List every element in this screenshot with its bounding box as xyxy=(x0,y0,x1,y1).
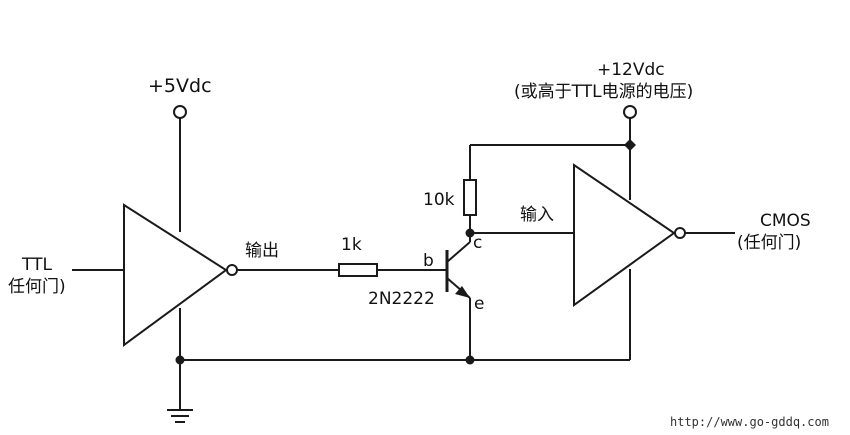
pin-e-label: e xyxy=(474,294,484,314)
resistor-1k-label: 1k xyxy=(341,235,362,255)
ground-junction-emitter xyxy=(465,355,475,365)
ttl-output-bubble xyxy=(226,264,238,276)
pin-c-label: c xyxy=(473,233,482,253)
resistor-1k xyxy=(338,263,378,277)
transistor-2n2222 xyxy=(445,241,471,299)
ground-symbol xyxy=(167,409,193,423)
output-label: 输出 xyxy=(245,241,279,261)
resistor-10k xyxy=(463,179,477,216)
cmos-label-line2: (任何门) xyxy=(737,233,801,253)
watermark-url: http://www.go-gddq.com xyxy=(670,415,829,429)
vcc-12v-junction xyxy=(624,139,636,151)
cmos-buffer-gate xyxy=(573,163,676,307)
ttl-label-line2: 任何门) xyxy=(8,277,66,297)
input-label: 输入 xyxy=(520,205,554,225)
cmos-output-bubble xyxy=(674,227,686,239)
vcc-5v-terminal xyxy=(173,105,187,119)
ttl-label-line1: TTL xyxy=(21,255,52,275)
vcc-12v-label: +12Vdc xyxy=(597,60,665,80)
resistor-10k-label: 10k xyxy=(423,190,455,210)
transistor-label: 2N2222 xyxy=(368,289,435,309)
cmos-label-line1: CMOS xyxy=(760,211,811,231)
ttl-buffer-gate xyxy=(123,203,228,347)
vcc-5v-label: +5Vdc xyxy=(148,75,212,97)
vcc-12v-terminal xyxy=(623,105,637,119)
vcc-12v-note: (或高于TTL电源的电压) xyxy=(514,82,693,102)
pin-b-label: b xyxy=(423,251,434,271)
